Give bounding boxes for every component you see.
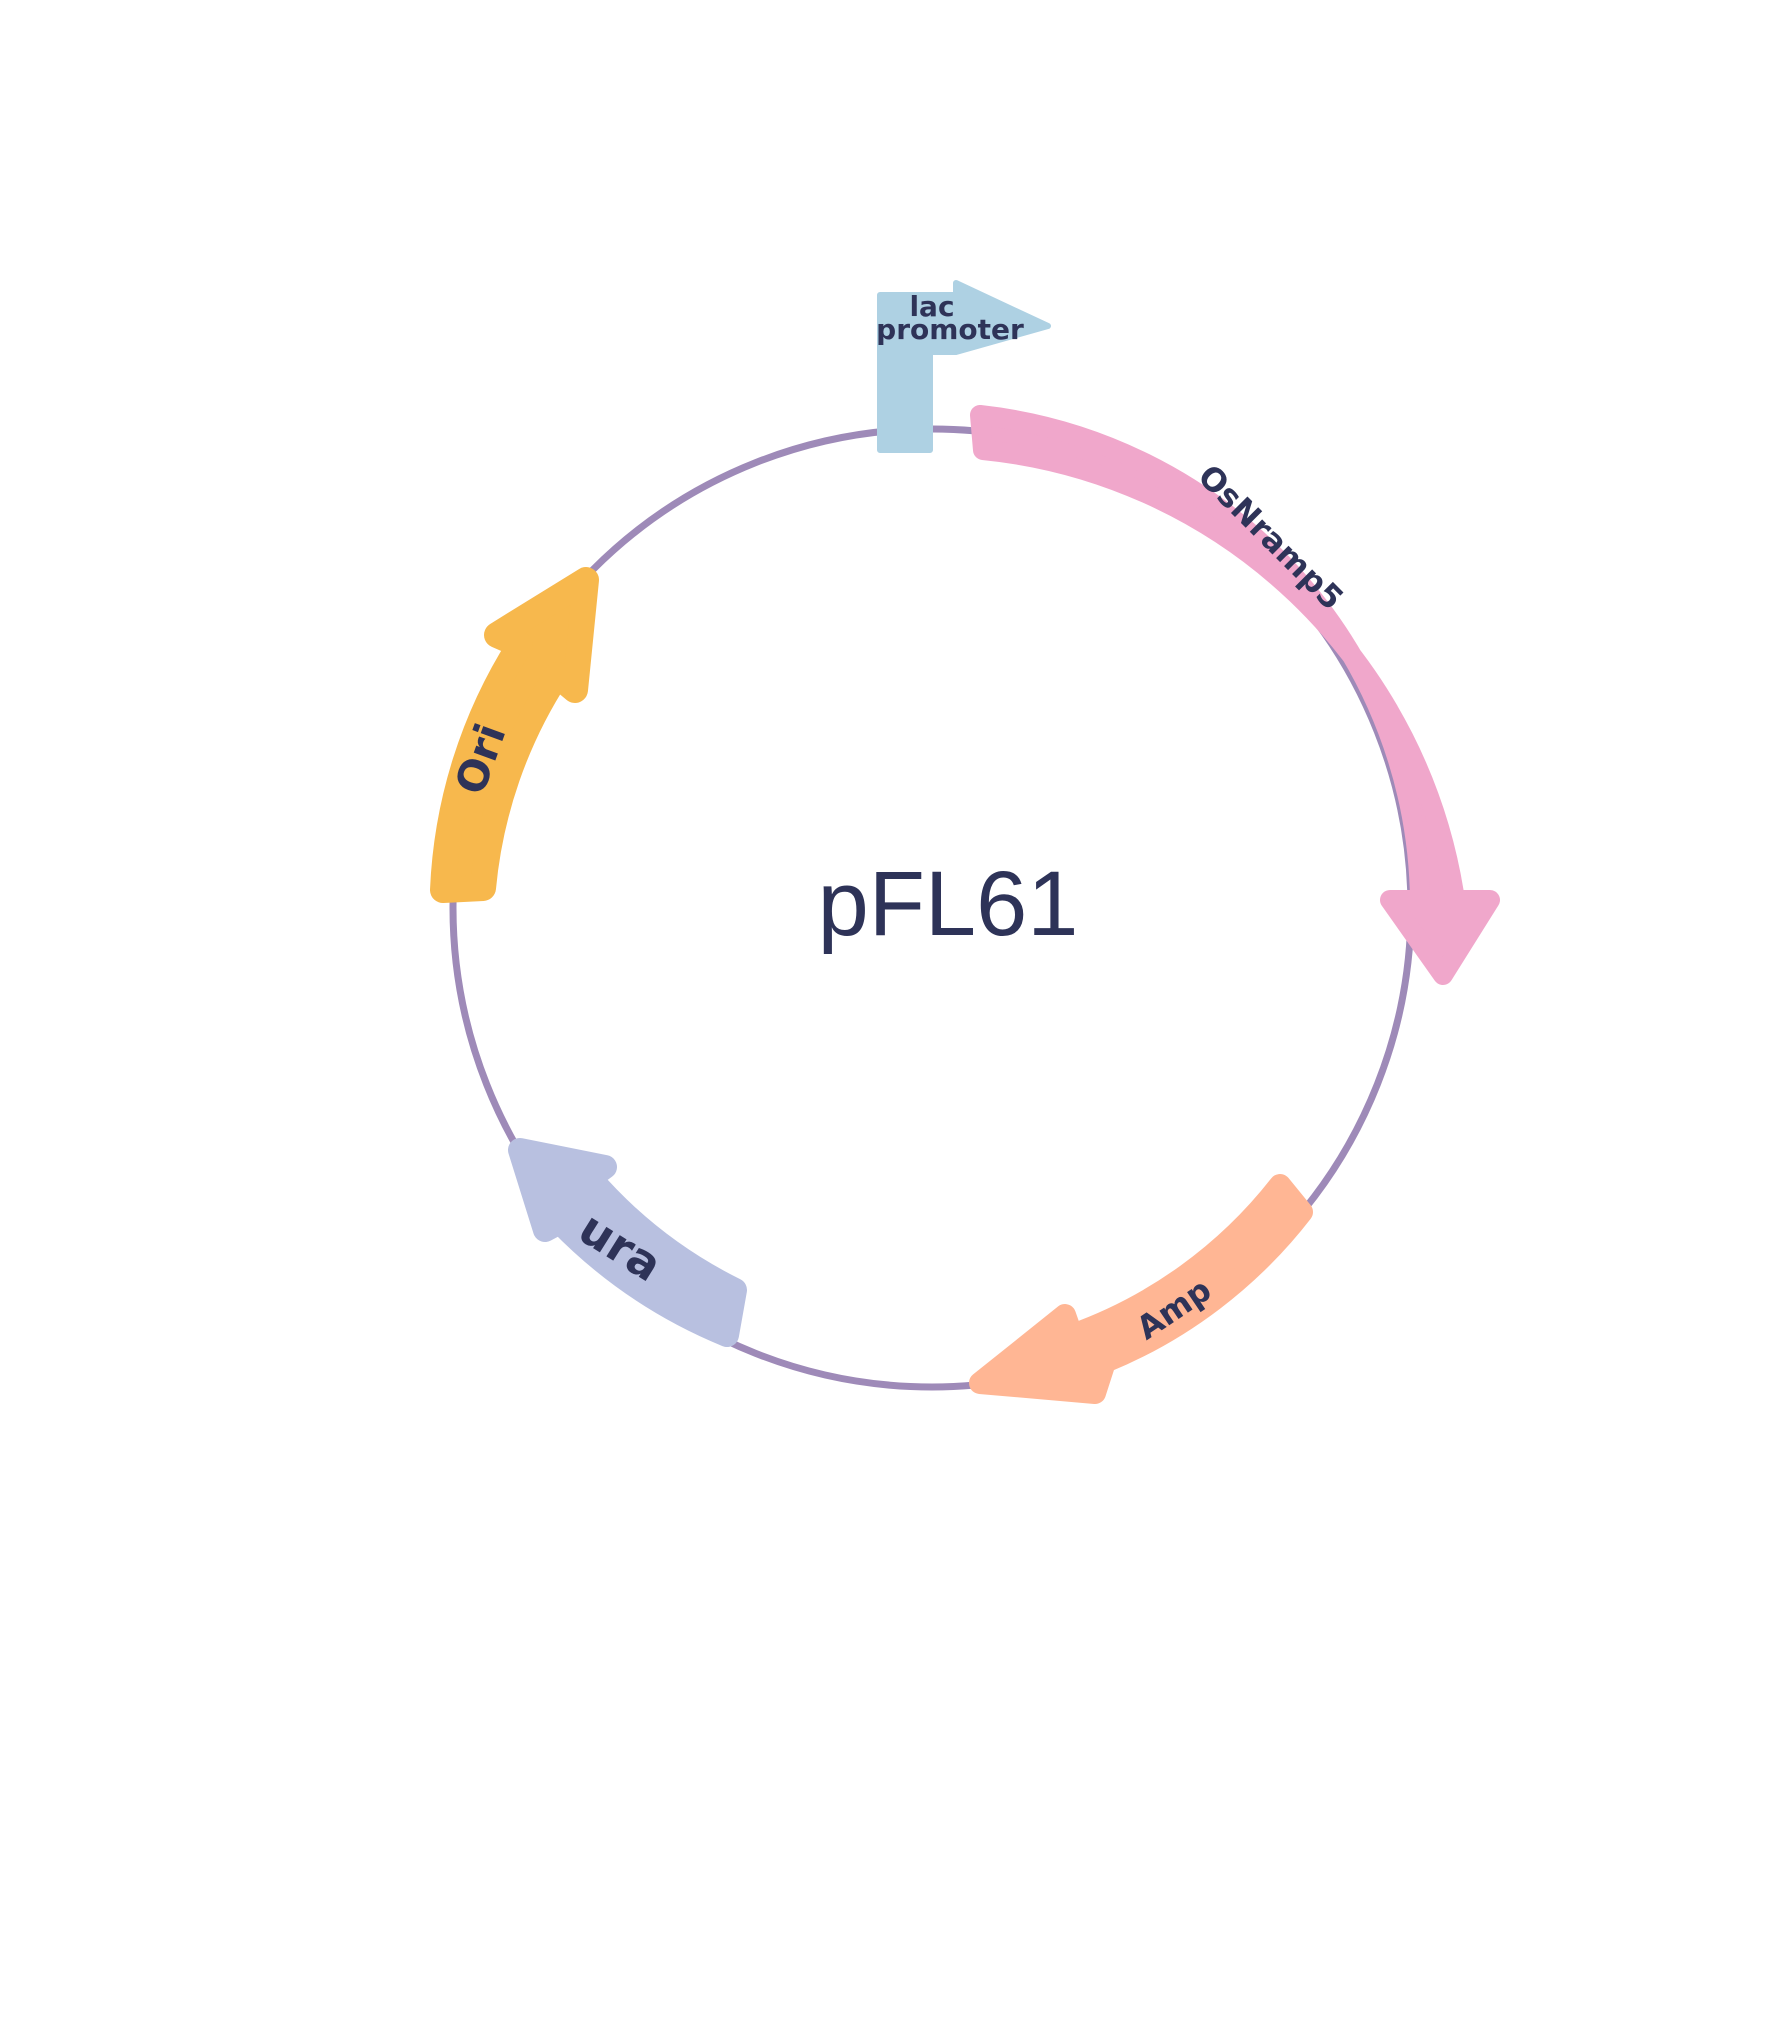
lac-promoter-flag [877,280,1051,453]
ura-arrow [508,1138,747,1347]
feature-ura: ura [508,1138,747,1347]
lac-promoter-label-line1: lac [909,290,954,323]
ori-arrow [430,567,599,903]
osnramp5-arrow [970,405,1500,985]
amp-arrow [969,1174,1313,1404]
feature-amp: Amp [969,1174,1313,1404]
feature-lac-promoter: lac promoter [876,280,1051,453]
feature-ori: Ori [430,567,599,903]
plasmid-name: pFL61 [818,853,1079,955]
lac-promoter-label-line2: promoter [876,313,1024,346]
